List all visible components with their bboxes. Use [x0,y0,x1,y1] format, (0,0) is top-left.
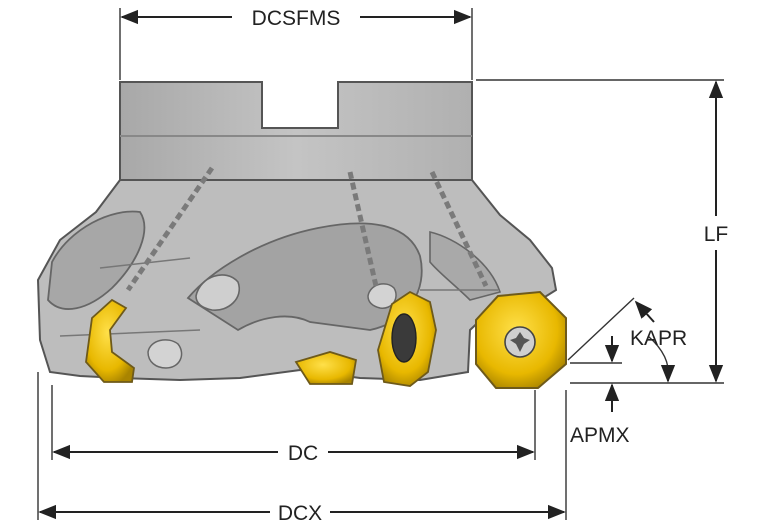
torx-icon [510,332,530,352]
insert-bottom [294,351,358,385]
body-ridge-bottom [59,329,201,337]
insert-side-screw [391,313,417,363]
lf-label: LF [704,223,729,246]
dimension-lines [37,8,724,520]
dcx-label: DCX [278,502,322,523]
dc-label: DC [288,442,318,465]
cutter-hub [119,81,473,181]
dimension-labels: DCSFMS LF KAPR DC APMX DCX [252,7,729,523]
kapr-angle-line [567,297,635,361]
insert-left [85,298,135,383]
kapr-label: KAPR [630,327,687,350]
screw-boss-left [147,339,183,369]
dcsfms-label: DCSFMS [252,7,341,30]
coolant-channels [125,166,489,292]
chip-flute-left [47,210,146,310]
chip-flute-center [186,222,423,332]
cutting-inserts [85,290,567,389]
kapr-arrow [634,300,655,323]
pocket-bump [195,274,241,311]
apmx-label: APMX [570,424,630,447]
